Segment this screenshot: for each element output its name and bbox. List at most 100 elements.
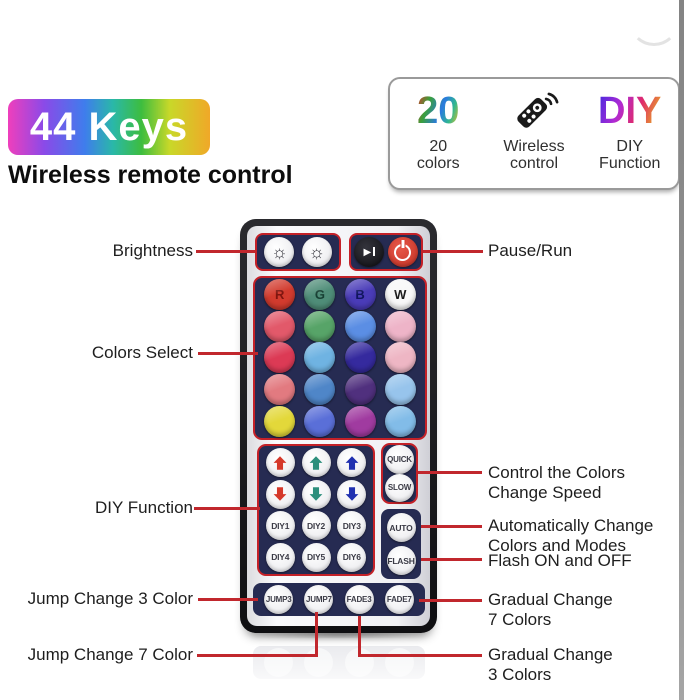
connector-flash [421, 558, 482, 561]
diy-graphic: DIY [598, 90, 662, 132]
color-key[interactable] [264, 406, 296, 438]
color-key[interactable] [264, 374, 296, 406]
down-arrow-button[interactable] [301, 479, 331, 509]
down-arrow-icon [309, 487, 323, 502]
down-arrow-button[interactable] [265, 479, 295, 509]
feature-caption: colors [416, 155, 460, 172]
brightness-up-button[interactable]: ☼ [301, 237, 332, 267]
up-arrow-icon [345, 456, 359, 470]
mode-buttons-strip: JUMP3 JUMP7 FADE3 FADE7 [253, 583, 425, 616]
color-key[interactable] [384, 342, 416, 374]
color-key[interactable] [344, 342, 376, 374]
connector-colors-select [198, 352, 258, 355]
fade3-button[interactable]: FADE3 [344, 585, 374, 614]
quick-button[interactable]: QUICK [385, 445, 414, 474]
jump7-button[interactable]: JUMP7 [304, 585, 334, 614]
color-key[interactable] [344, 406, 376, 438]
arrow-row [259, 448, 373, 478]
feature-caption: 20 [429, 138, 448, 155]
label-pause-run: Pause/Run [488, 241, 573, 260]
fade7-button[interactable]: FADE7 [384, 585, 414, 614]
color-row [255, 310, 425, 342]
jump3-button[interactable]: JUMP3 [264, 585, 294, 614]
feature-caption: Wireless [503, 138, 565, 155]
color-key[interactable] [304, 406, 336, 438]
color-key[interactable] [304, 310, 336, 342]
color-row [255, 374, 425, 406]
label-colors-select: Colors Select [91, 343, 193, 362]
color-key[interactable] [384, 310, 416, 342]
reflection-fade [238, 638, 439, 700]
color-key[interactable] [384, 406, 416, 438]
up-arrow-button[interactable] [301, 448, 331, 478]
down-arrow-button[interactable] [337, 479, 367, 509]
diy4-button[interactable]: DIY4 [265, 542, 295, 572]
power-button[interactable] [387, 237, 418, 267]
20-colors-graphic: 20 [417, 90, 460, 132]
label-jump-change-3: Jump Change 3 Color [27, 589, 193, 608]
label-diy-function: DIY Function [95, 498, 193, 517]
connector-pause-run [423, 250, 483, 253]
color-row [255, 406, 425, 438]
color-key[interactable] [264, 310, 296, 342]
label-speed: Control the Colors Change Speed [488, 463, 626, 502]
up-arrow-icon [273, 456, 287, 470]
badge-44-keys: 44 Keys [8, 99, 210, 155]
connector-fade7 [419, 599, 482, 602]
connector-speed [418, 471, 482, 474]
connector-brightness [196, 250, 256, 253]
connector-jump7-vertical [315, 612, 318, 657]
play-pause-icon: ▶ [363, 247, 375, 258]
color-key[interactable] [304, 342, 336, 374]
connector-fade3 [358, 654, 482, 657]
up-arrow-button[interactable] [265, 448, 295, 478]
color-key-B[interactable]: B [344, 278, 376, 310]
diy2-button[interactable]: DIY2 [301, 511, 331, 541]
auto-button[interactable]: AUTO [386, 513, 416, 542]
connector-auto [421, 525, 482, 528]
flash-button[interactable]: FLASH [386, 546, 416, 575]
brightness-down-icon: ☼ [271, 242, 288, 262]
color-key[interactable] [384, 374, 416, 406]
feature-caption: Function [599, 155, 661, 172]
color-key[interactable] [304, 374, 336, 406]
color-key-W[interactable]: W [384, 278, 416, 310]
feature-wireless-control: Wireless control [486, 89, 581, 188]
features-box: 20 20 colors [388, 77, 680, 190]
color-key-R[interactable]: R [264, 278, 296, 310]
down-arrow-icon [273, 487, 287, 502]
down-arrow-icon [345, 487, 359, 502]
pause-run-button[interactable]: ▶ [354, 237, 385, 267]
color-key[interactable] [344, 310, 376, 342]
diy5-button[interactable]: DIY5 [301, 542, 331, 572]
connector-diy-function [194, 507, 260, 510]
diy3-button[interactable]: DIY3 [337, 511, 367, 541]
label-gradual-change-3: Gradual Change 3 Colors [488, 645, 613, 684]
badge-44-keys-text: 44 Keys [29, 104, 189, 149]
brightness-up-icon: ☼ [308, 242, 325, 262]
label-auto: Automatically Change Colors and Modes [488, 516, 654, 555]
label-flash: Flash ON and OFF [488, 551, 632, 570]
up-arrow-button[interactable] [337, 448, 367, 478]
connector-fade3-vertical [358, 616, 361, 657]
diy6-button[interactable]: DIY6 [337, 542, 367, 572]
brightness-button-group: ☼ ☼ [255, 233, 341, 271]
diy1-button[interactable]: DIY1 [265, 511, 295, 541]
auto-flash-panel: AUTO FLASH [381, 509, 421, 579]
power-button-group: ▶ [349, 233, 423, 271]
color-row [255, 342, 425, 374]
color-key-G[interactable]: G [304, 278, 336, 310]
slow-button[interactable]: SLOW [385, 473, 414, 502]
color-key[interactable] [264, 342, 296, 374]
color-key[interactable] [344, 374, 376, 406]
decorative-arc [630, 2, 678, 46]
brightness-down-button[interactable]: ☼ [264, 237, 295, 267]
